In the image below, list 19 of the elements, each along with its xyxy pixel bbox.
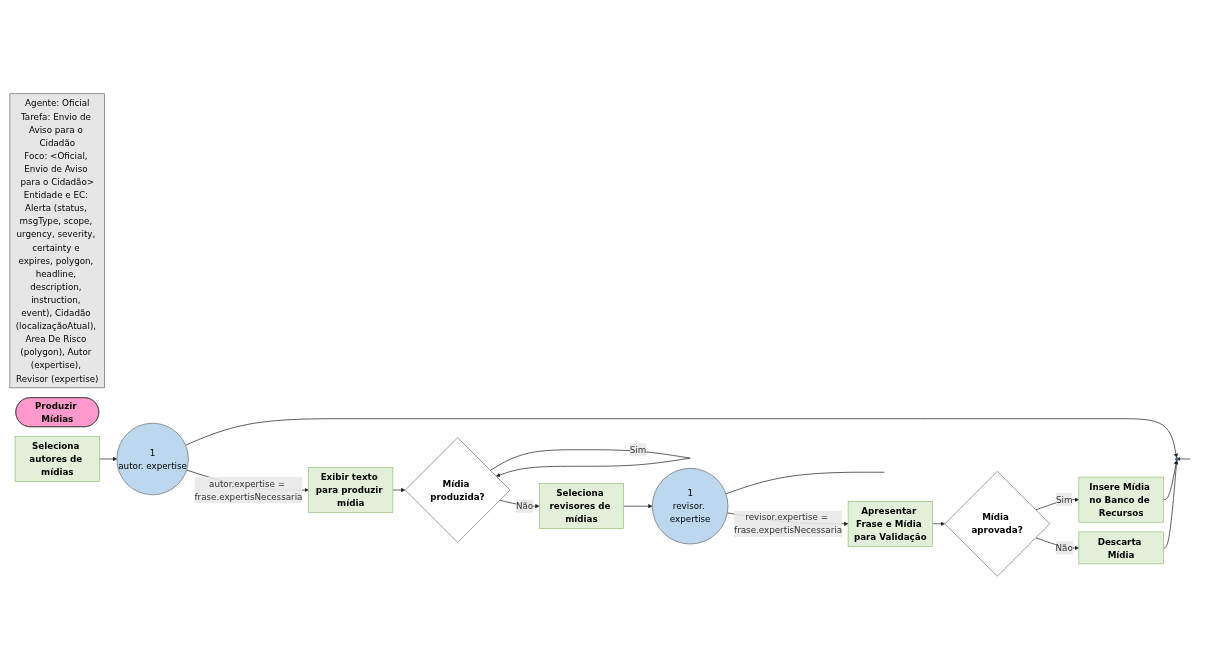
node-diamond: Mídia produzida? bbox=[405, 437, 511, 543]
edge-label: Sim bbox=[1055, 494, 1073, 505]
node-box: Descarta Mídia bbox=[1078, 531, 1164, 565]
edge-label: autor.expertise = frase.expertisNecessaria bbox=[194, 478, 303, 502]
node-box: Seleciona revisores de mídias bbox=[539, 483, 624, 529]
node-circle: 1 autor. expertise bbox=[116, 422, 189, 496]
connector bbox=[725, 471, 885, 495]
node-circle bbox=[1175, 457, 1179, 461]
node-circle: 1 revisor. expertise bbox=[652, 468, 729, 545]
edge-label: Não bbox=[1055, 542, 1073, 554]
node-box: Seleciona autores de mídias bbox=[14, 436, 100, 482]
edge-label: revisor.expertise = frase.expertisNecessaria bbox=[734, 512, 843, 536]
edge-label: Sim bbox=[629, 444, 647, 455]
node-box: Agente: Oficial Tarefa: Envio de Aviso para o Cidadão Foco: <Oficial, Envio de Aviso para o Cidadão> Entidade e EC: Alerta (status, msgType, scope, urgency, severity, certainty e expires, polygon, headline, description, instruction, event), Cidadão (localizaçãoAtual), Area De Risco (polygon), Autor (expertise), Revisor (expertise) bbox=[9, 93, 105, 389]
node-box: Exibir texto para produzir mídia bbox=[308, 467, 394, 513]
node-box: Insere Mídia no Banco de Recursos bbox=[1078, 476, 1164, 523]
node-box: Apresentar Frase e Mídia para Validação bbox=[847, 500, 933, 547]
edge-label: Não bbox=[515, 501, 534, 512]
node-diamond: Mídia aprovada? bbox=[944, 471, 1050, 577]
